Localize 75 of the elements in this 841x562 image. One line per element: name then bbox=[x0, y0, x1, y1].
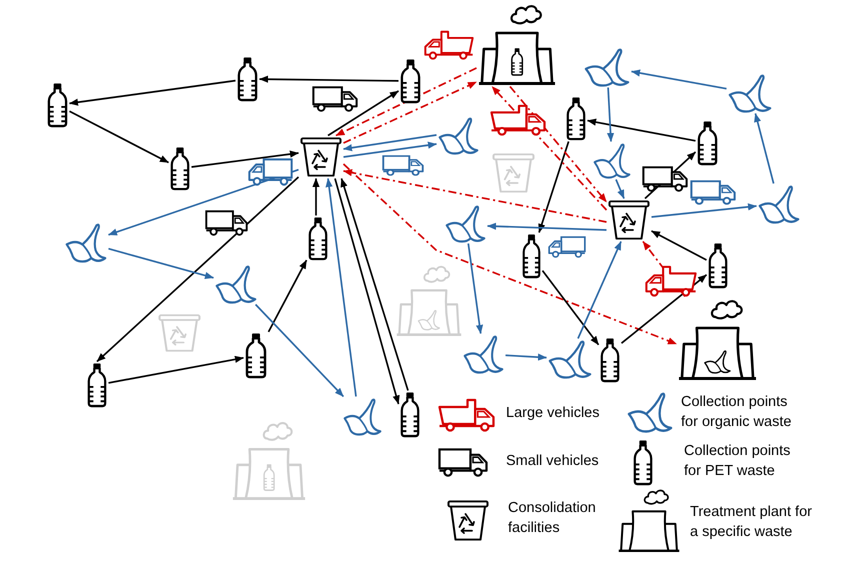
dashed-arrow bbox=[343, 169, 607, 223]
recycling-bin-icon bbox=[300, 137, 342, 177]
dashed-arrow bbox=[509, 86, 608, 203]
banana-peel-icon bbox=[758, 185, 800, 223]
arrow bbox=[69, 80, 236, 106]
bottle-icon bbox=[47, 83, 68, 127]
cooling-tower-icon bbox=[396, 264, 462, 336]
arrow bbox=[587, 118, 696, 142]
arrow bbox=[108, 168, 299, 236]
arrow bbox=[651, 230, 707, 261]
arrow bbox=[631, 69, 727, 90]
bottle-icon bbox=[170, 147, 190, 190]
cooling-tower-icon bbox=[678, 298, 757, 380]
arrow bbox=[312, 178, 320, 216]
recycling-bin-icon bbox=[492, 153, 535, 193]
arrow bbox=[577, 241, 622, 339]
arrow bbox=[343, 142, 437, 158]
banana-peel-icon bbox=[445, 205, 486, 242]
banana-peel-icon bbox=[728, 74, 772, 112]
bottle-icon bbox=[245, 333, 267, 378]
arrow bbox=[343, 134, 437, 152]
arrow bbox=[254, 304, 344, 398]
banana-peel-icon bbox=[584, 48, 630, 86]
bottle-icon bbox=[237, 57, 258, 101]
banana-peel-icon bbox=[215, 265, 257, 303]
arrow bbox=[340, 178, 409, 391]
arrow bbox=[606, 87, 614, 142]
banana-peel-icon bbox=[548, 340, 592, 378]
bottle-icon bbox=[600, 338, 620, 382]
legend-text: Small vehicles bbox=[506, 452, 600, 471]
arrow bbox=[326, 178, 357, 397]
arrow bbox=[467, 243, 484, 334]
bottle-icon bbox=[308, 217, 328, 260]
cooling-tower-icon bbox=[478, 3, 556, 85]
arrow bbox=[505, 354, 547, 361]
banana-peel-icon bbox=[438, 117, 479, 154]
recycling-bin-icon bbox=[608, 200, 650, 240]
arrow bbox=[259, 76, 399, 83]
dashed-arrow bbox=[342, 163, 677, 345]
bottle-icon bbox=[697, 121, 718, 165]
recycling-bin-icon bbox=[158, 314, 201, 352]
arrow bbox=[328, 90, 399, 136]
legend-text: Collection points for PET waste bbox=[684, 442, 792, 481]
arrow bbox=[96, 176, 300, 362]
arrow bbox=[754, 113, 774, 184]
bottle-icon bbox=[566, 97, 586, 140]
legend-text: Consolidation facilities bbox=[508, 499, 597, 538]
arrow bbox=[542, 270, 600, 346]
arrow bbox=[108, 248, 214, 279]
dashed-arrow bbox=[343, 81, 477, 144]
banana-peel-icon bbox=[65, 223, 107, 262]
arrow bbox=[651, 203, 757, 218]
bottle-icon bbox=[400, 59, 421, 103]
arrow bbox=[487, 222, 607, 231]
cooling-tower-icon bbox=[232, 420, 306, 500]
dashed-arrow bbox=[336, 67, 477, 136]
arrow bbox=[191, 150, 299, 168]
arrow bbox=[108, 356, 244, 384]
legend-text: Large vehicles bbox=[506, 404, 600, 423]
bottle-icon bbox=[708, 243, 728, 288]
bottle-icon bbox=[400, 392, 420, 437]
dashed-arrow bbox=[491, 86, 608, 211]
arrow bbox=[615, 179, 625, 199]
legend-text: Treatment plant for a specific waste bbox=[690, 503, 813, 542]
arrow bbox=[538, 141, 570, 233]
arrow bbox=[69, 110, 169, 164]
legend-text: Collection points for organic waste bbox=[681, 393, 792, 432]
banana-peel-icon bbox=[593, 143, 631, 178]
arrow bbox=[268, 260, 308, 332]
bottle-icon bbox=[87, 363, 107, 407]
bottle-icon bbox=[522, 234, 541, 278]
banana-peel-icon bbox=[463, 335, 504, 373]
arrow bbox=[334, 178, 400, 404]
banana-peel-icon bbox=[343, 398, 382, 435]
arrow bbox=[620, 274, 708, 344]
